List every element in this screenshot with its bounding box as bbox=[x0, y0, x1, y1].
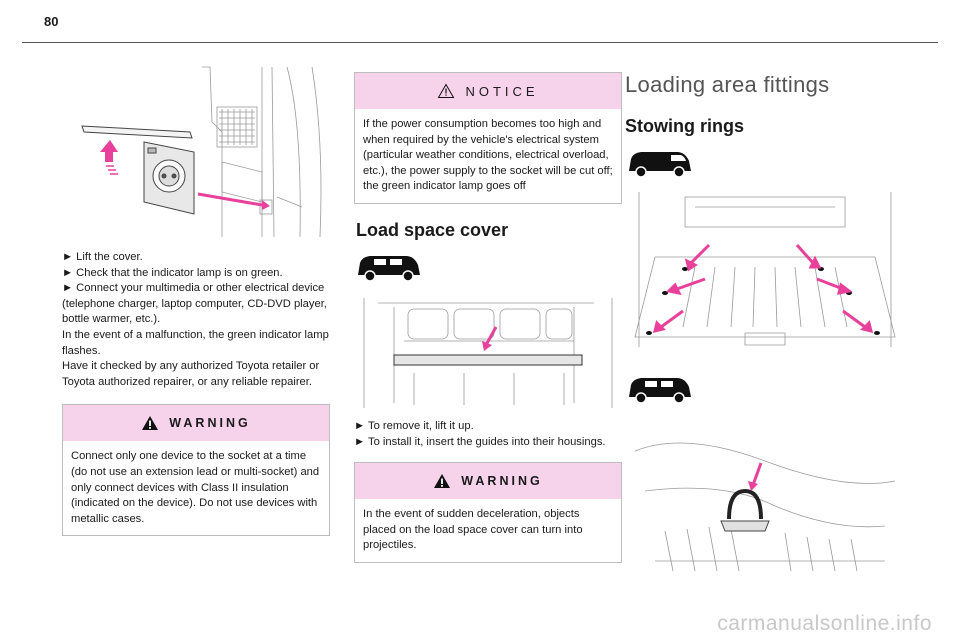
cover-instructions: ► To remove it, lift it up. ► To install… bbox=[354, 419, 622, 450]
notice-triangle-icon bbox=[438, 83, 455, 98]
warning-header: WARNING bbox=[355, 463, 621, 500]
instruction-line: In the event of a malfunction, the green… bbox=[62, 328, 329, 357]
notice-title: NOTICE bbox=[465, 83, 539, 99]
warning-box: WARNING In the event of sudden decelerat… bbox=[354, 462, 622, 563]
column-3: Loading area fittings Stowing rings bbox=[625, 62, 905, 581]
arrow-up-left-icon bbox=[100, 140, 118, 175]
column-2: NOTICE If the power consumption becomes … bbox=[354, 72, 622, 563]
stowing-ring-closeup-illustration bbox=[625, 411, 905, 581]
warning-text: In the event of sudden deceleration, obj… bbox=[363, 508, 583, 552]
instruction-line: ► Lift the cover. bbox=[62, 251, 143, 263]
instruction-line: ► Check that the indicator lamp is on gr… bbox=[62, 266, 283, 279]
column-1: ► Lift the cover. ► Check that the indic… bbox=[62, 62, 330, 537]
notice-text: If the power consumption becomes too hig… bbox=[363, 118, 613, 193]
notice-box: NOTICE If the power consumption becomes … bbox=[354, 72, 622, 204]
socket-instructions: ► Lift the cover. ► Check that the indic… bbox=[62, 250, 330, 390]
load-space-cover-illustration bbox=[354, 292, 622, 411]
van-icon-passenger bbox=[354, 250, 622, 285]
van-icon-passenger bbox=[625, 373, 905, 407]
notice-header: NOTICE bbox=[355, 73, 621, 109]
page-number: 80 bbox=[44, 14, 59, 29]
van-icon-panel bbox=[625, 147, 905, 181]
warning-triangle-icon bbox=[434, 474, 451, 489]
warning-box: WARNING Connect only one device to the s… bbox=[62, 404, 330, 537]
warning-title: WARNING bbox=[461, 474, 543, 489]
instruction-line: Have it checked by any authorized Toyota… bbox=[62, 360, 320, 388]
watermark: carmanualsonline.info bbox=[717, 612, 932, 635]
socket-illustration bbox=[62, 62, 330, 242]
warning-text: Connect only one device to the socket at… bbox=[71, 450, 320, 525]
header-rule bbox=[22, 42, 938, 43]
instruction-line: ► Connect your multimedia or other elect… bbox=[62, 282, 327, 326]
warning-header: WARNING bbox=[63, 405, 329, 442]
instruction-line: ► To install it, insert the guides into … bbox=[354, 435, 606, 448]
sub-title: Stowing rings bbox=[625, 116, 744, 136]
section-title: Load space cover bbox=[356, 219, 509, 240]
stowing-rings-floor-illustration bbox=[625, 187, 905, 357]
warning-triangle-icon bbox=[142, 416, 159, 431]
instruction-line: ► To remove it, lift it up. bbox=[354, 419, 474, 432]
warning-title: WARNING bbox=[169, 416, 251, 431]
chapter-title: Loading area fittings bbox=[625, 72, 830, 97]
